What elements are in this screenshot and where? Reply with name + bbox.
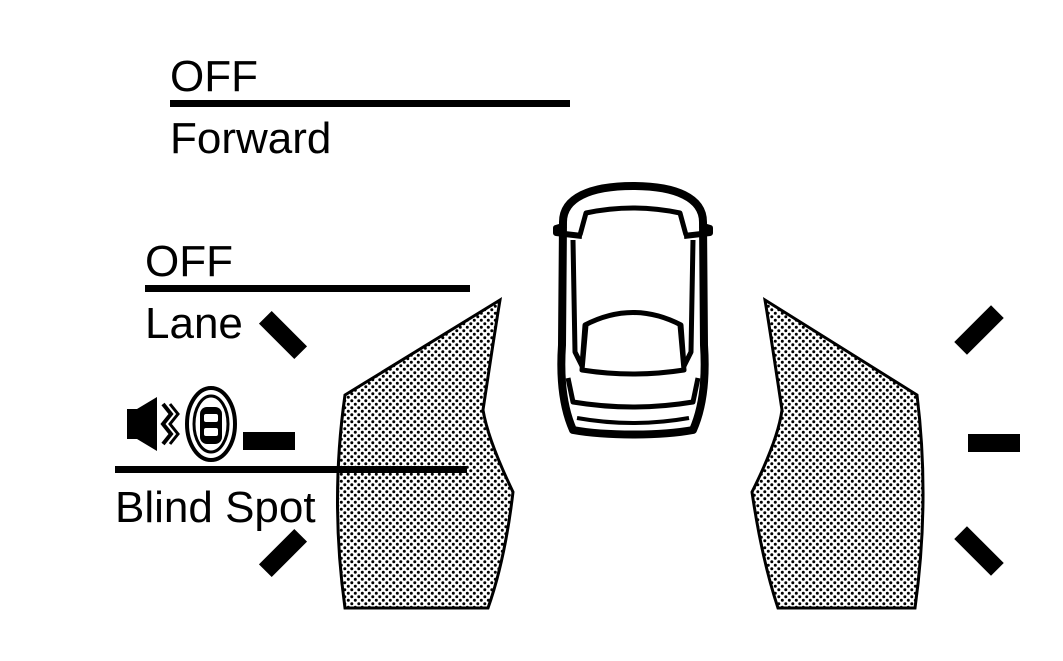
speaker-muted-icon bbox=[127, 397, 180, 451]
blind-spot-divider bbox=[115, 466, 467, 473]
lane-upper-dash-icon bbox=[258, 310, 308, 360]
car-in-circle-icon bbox=[185, 386, 237, 462]
lane-label: Lane bbox=[145, 299, 243, 348]
blind-left-middle-dash-icon bbox=[243, 432, 295, 450]
right-middle-dash-icon bbox=[968, 434, 1020, 452]
right-upper-dash-icon bbox=[954, 305, 1004, 355]
right-blind-spot-zone bbox=[750, 296, 925, 610]
forward-divider bbox=[170, 100, 570, 107]
lane-divider bbox=[145, 285, 470, 292]
left-blind-spot-zone bbox=[336, 297, 515, 610]
blind-left-lower-dash-icon bbox=[258, 528, 308, 578]
car-top-view-icon bbox=[553, 182, 713, 439]
forward-status-text: OFF bbox=[170, 52, 258, 101]
blind-spot-label: Blind Spot bbox=[115, 483, 316, 532]
warning-dash-icon bbox=[243, 305, 1020, 578]
forward-label: Forward bbox=[170, 114, 332, 163]
lane-status-text: OFF bbox=[145, 237, 233, 286]
right-lower-dash-icon bbox=[954, 526, 1004, 576]
